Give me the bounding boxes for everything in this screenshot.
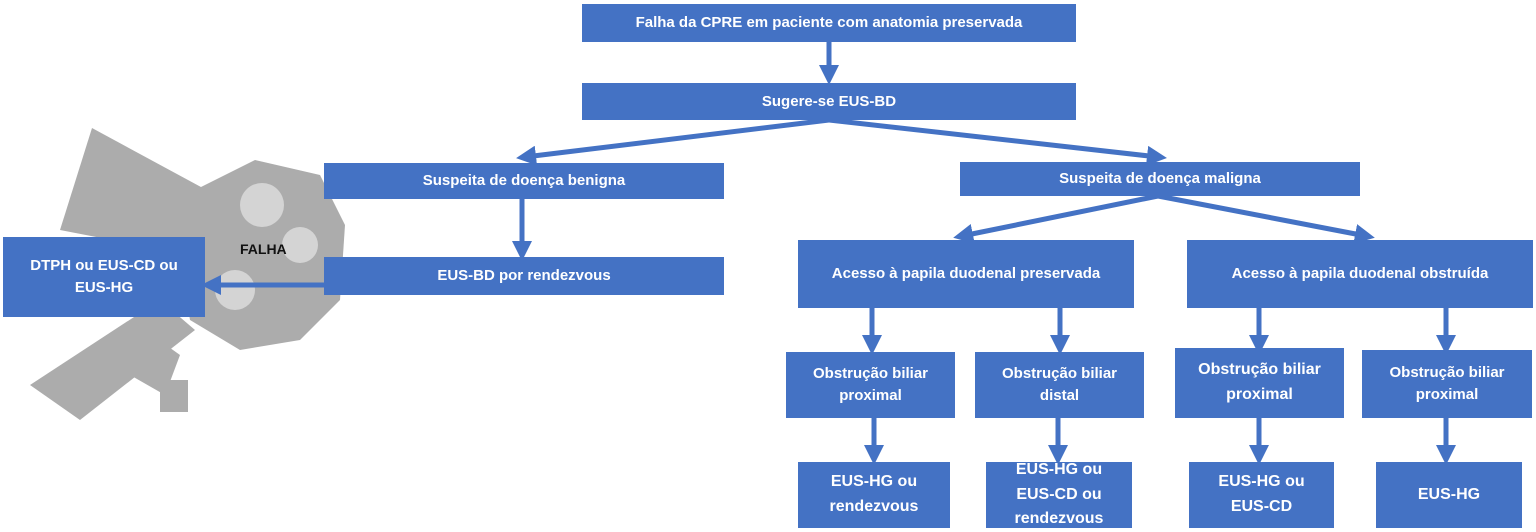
arrow-suggest-to-malignant xyxy=(828,117,1167,166)
endoscope-handle-bottom xyxy=(30,300,195,420)
node-rendezvous: EUS-BD por rendezvous xyxy=(324,257,724,295)
node-start: Falha da CPRE em paciente com anatomia p… xyxy=(582,4,1076,42)
node-result-3: EUS-HG ou EUS-CD xyxy=(1189,462,1334,528)
node-result-1: EUS-HG ou rendezvous xyxy=(798,462,950,528)
arrow-malignant-to-obstructed xyxy=(1157,193,1375,244)
arrow-suggest-to-benign xyxy=(516,117,830,166)
node-fallback: DTPH ou EUS-CD ou EUS-HG xyxy=(3,237,205,317)
node-obstruction-proximal-3: Obstrução biliar proximal xyxy=(1362,350,1532,418)
node-obstruction-proximal-2: Obstrução biliar proximal xyxy=(1175,348,1344,418)
node-benign: Suspeita de doença benigna xyxy=(324,163,724,199)
node-papilla-preserved: Acesso à papila duodenal preservada xyxy=(798,240,1134,308)
node-result-2: EUS-HG ou EUS-CD ou rendezvous xyxy=(986,461,1132,528)
node-malignant: Suspeita de doença maligna xyxy=(960,162,1360,196)
node-obstruction-proximal-1: Obstrução biliar proximal xyxy=(786,352,955,418)
node-obstruction-distal: Obstrução biliar distal xyxy=(975,352,1144,418)
endoscope-handle-top xyxy=(60,128,225,258)
node-papilla-obstructed: Acesso à papila duodenal obstruída xyxy=(1187,240,1533,308)
node-suggest-eus-bd: Sugere-se EUS-BD xyxy=(582,83,1076,120)
arrow-malignant-to-preserved xyxy=(953,193,1159,244)
node-result-4: EUS-HG xyxy=(1376,462,1522,528)
endoscope-port xyxy=(130,330,180,395)
edge-label-falha: FALHA xyxy=(240,241,287,257)
